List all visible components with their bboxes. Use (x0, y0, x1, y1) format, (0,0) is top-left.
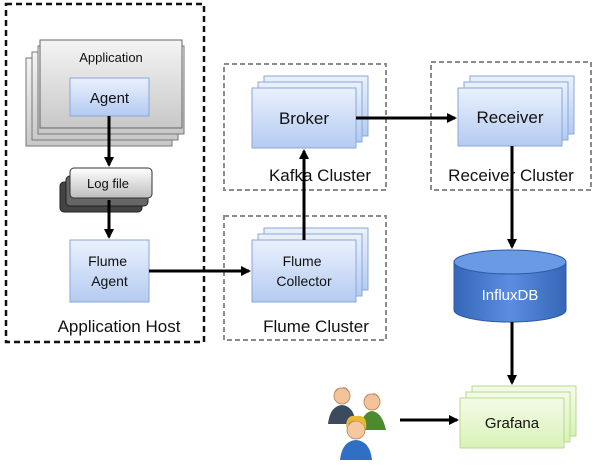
grafana-box (459, 397, 565, 449)
flume-collector-box (251, 239, 357, 303)
flume-collector-label: Flume Collector (276, 253, 332, 289)
grafana-stack: Grafana (459, 385, 577, 449)
broker-box (251, 87, 357, 149)
logfile-stack: Log file (59, 167, 153, 213)
broker-label: Broker (279, 109, 329, 128)
logfile-box (69, 167, 153, 199)
flume-agent-line-2: Agent (91, 273, 128, 289)
receiver-box (457, 87, 563, 147)
influxdb-cylinder: InfluxDB (453, 249, 567, 323)
flume-cluster-label: Flume Cluster (263, 317, 369, 336)
flume-collector-line-1: Flume (283, 253, 322, 269)
grafana-label: Grafana (485, 415, 540, 432)
agent-label: Agent (90, 90, 130, 107)
application-label: Application (79, 50, 143, 65)
application-host-group: Application Agent Log file Flume Agent A… (4, 2, 206, 344)
flume-agent-line-1: Flume (88, 253, 127, 269)
flume-collector-line-2: Collector (276, 273, 332, 289)
receiver-label: Receiver (476, 108, 543, 127)
agent-box (69, 77, 150, 117)
flume-agent-label: Flume Agent (88, 253, 131, 289)
receiver-cluster-group: Receiver Receiver Cluster (430, 61, 592, 191)
application-host-border (4, 2, 206, 344)
connectors (104, 113, 517, 425)
application-stack: Application Agent (25, 39, 185, 147)
influxdb-label: InfluxDB (482, 287, 539, 304)
users-icon (328, 386, 386, 460)
logfile-label: Log file (87, 176, 129, 191)
kafka-cluster-group: Broker Kafka Cluster (223, 63, 387, 191)
kafka-cluster-label: Kafka Cluster (269, 166, 371, 185)
flume-cluster-group: Flume Collector Flume Cluster (223, 215, 387, 341)
flume-agent-box (69, 239, 150, 303)
application-host-label: Application Host (58, 317, 181, 336)
